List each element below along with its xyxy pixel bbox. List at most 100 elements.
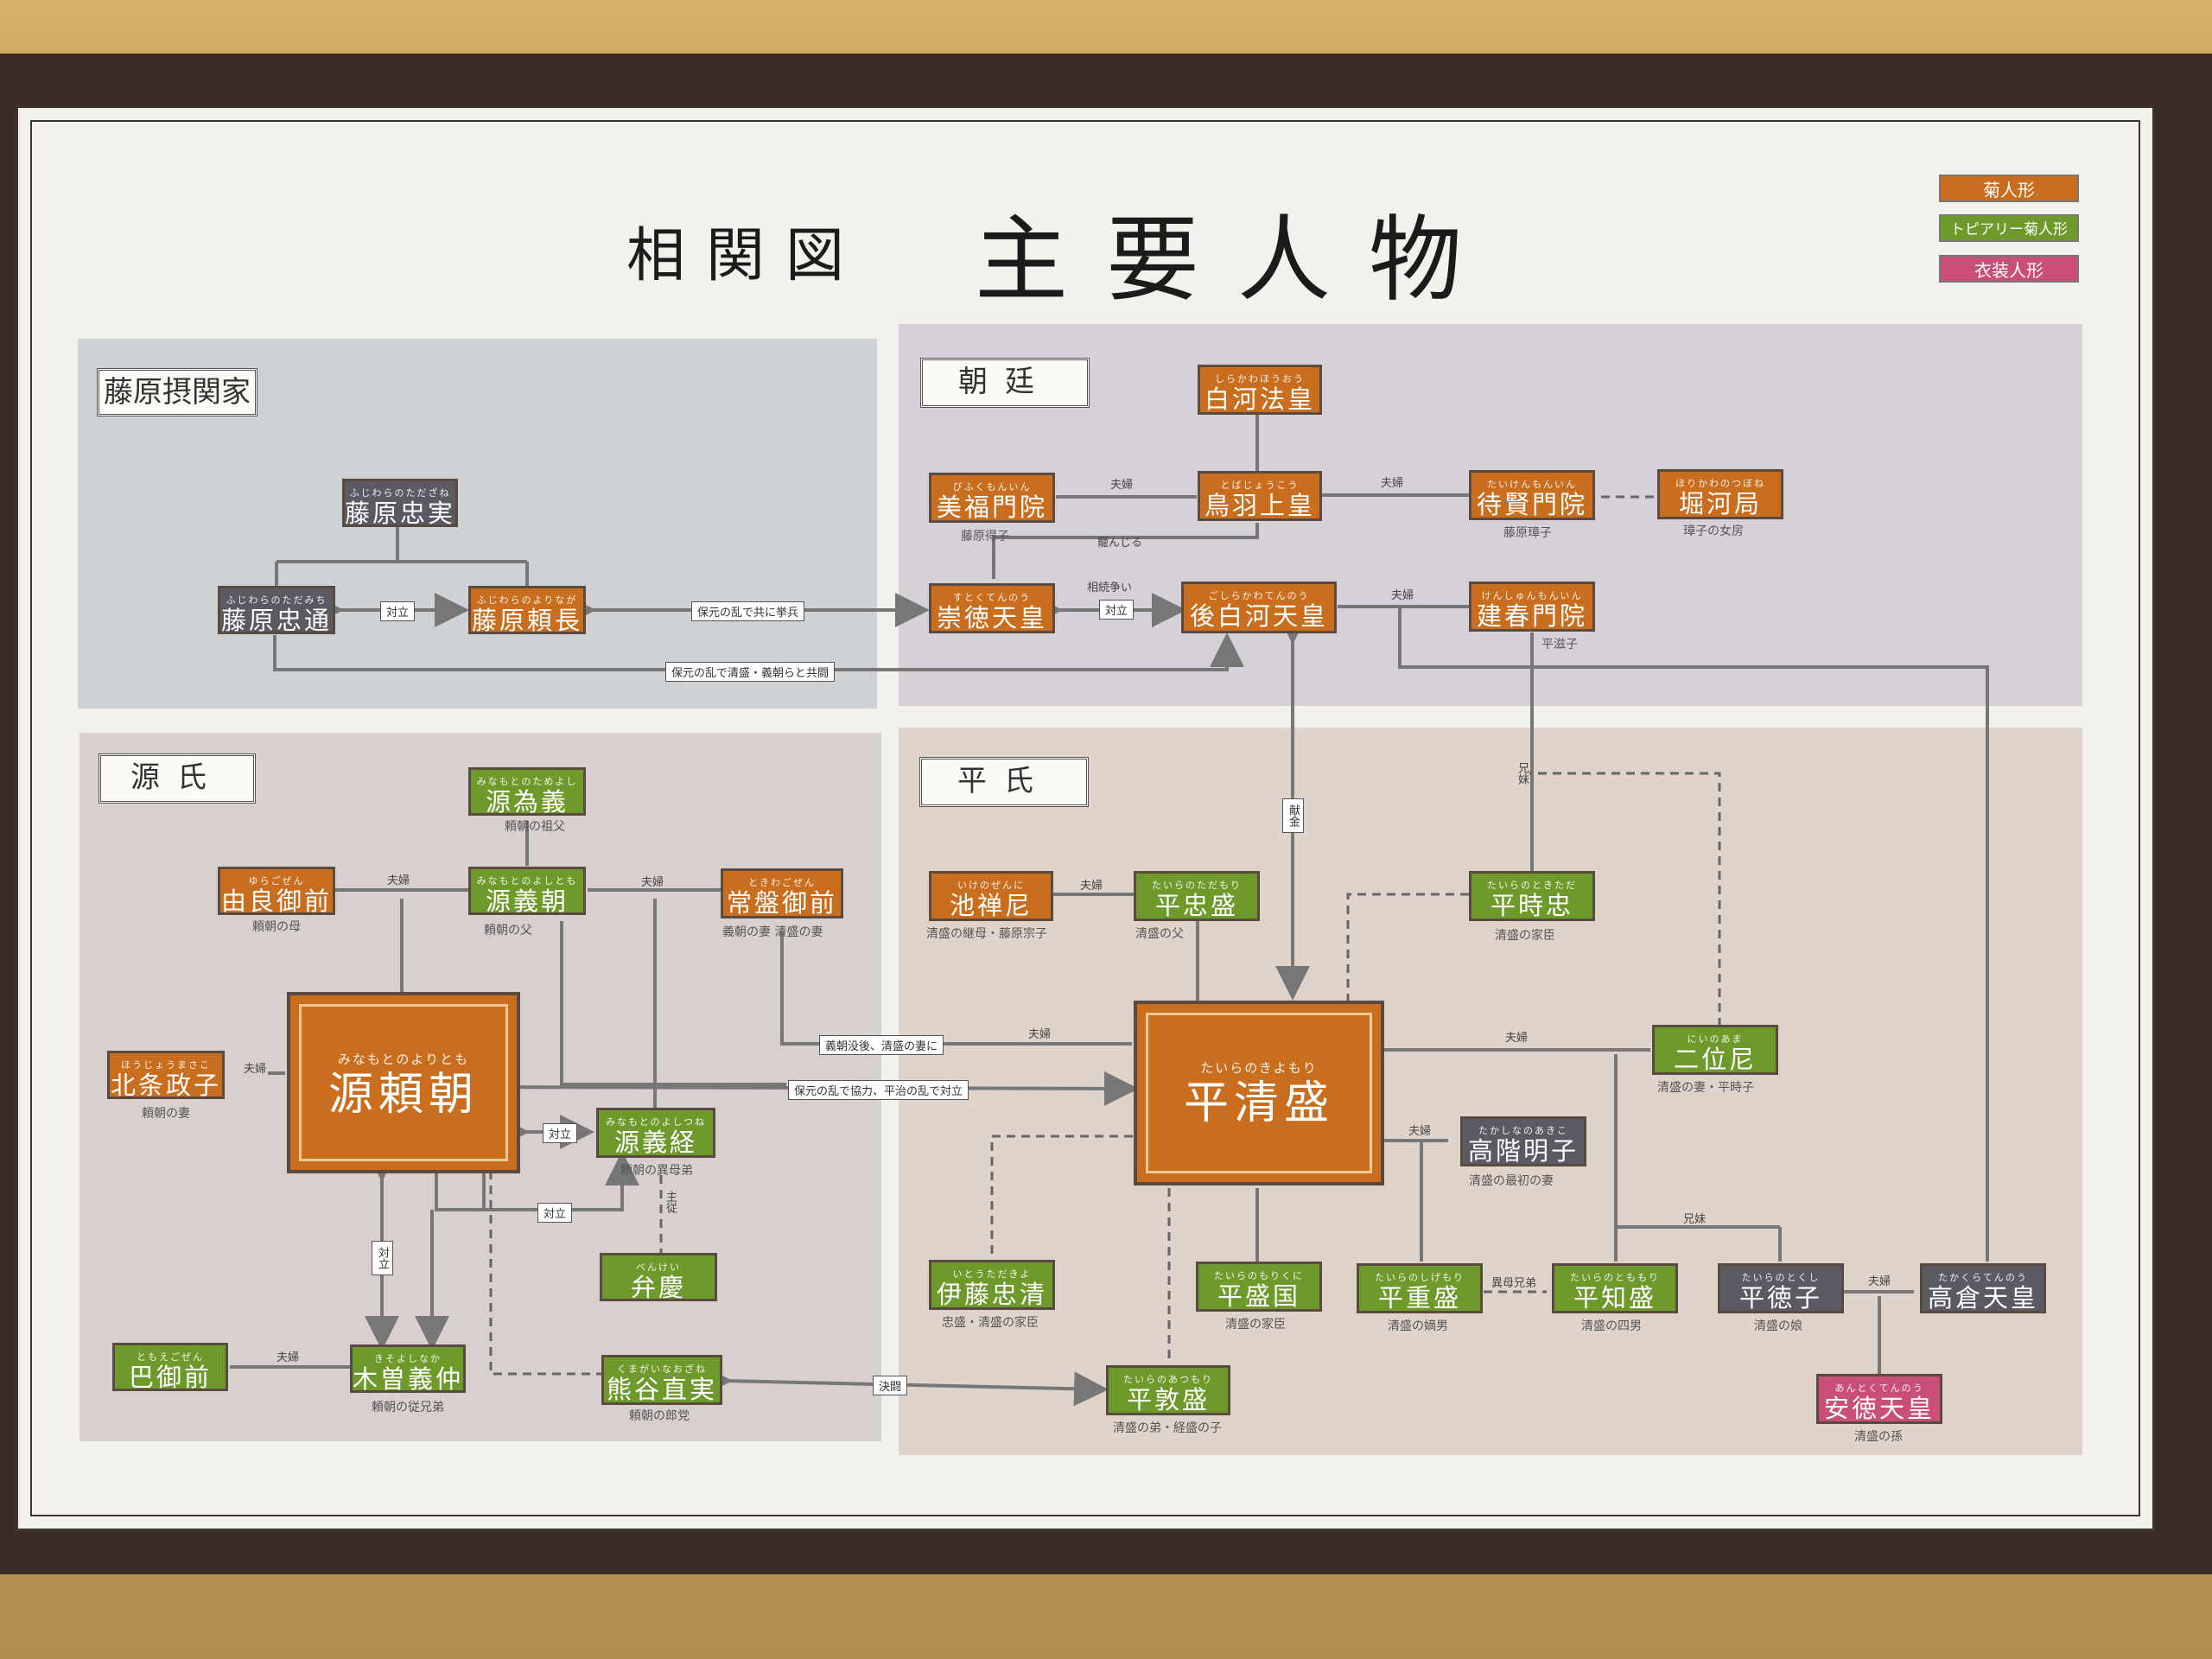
node-kiyomori: たいらのきよもり平清盛: [1134, 1001, 1384, 1185]
caption-tokitada: 清盛の家臣: [1495, 929, 1555, 943]
caption-ikenozenni: 清盛の継母・藤原宗子: [926, 927, 1047, 941]
ruby: たいらのしげもり: [1375, 1272, 1465, 1283]
node-shirakawa: しらかわほうおう白河法皇: [1198, 365, 1322, 415]
label-kenkin: 献金: [1282, 798, 1304, 833]
node-goshirakawa: ごしらかわてんのう後白河天皇: [1181, 582, 1337, 633]
name: 平盛国: [1217, 1281, 1300, 1311]
node-taikenmonin: たいけんもんいん待賢門院: [1469, 470, 1595, 520]
node-yoshitsune: みなもとのよしつね源義経: [596, 1108, 715, 1158]
node-yoshinaka: きそよしなか木曽義仲: [350, 1344, 466, 1394]
name: 北条政子: [110, 1071, 221, 1100]
node-toba: とばじょうこう鳥羽上皇: [1198, 471, 1322, 521]
node-atsumori: たいらのあつもり平敦盛: [1106, 1365, 1230, 1415]
label-tairitsu-vertical: 対立: [372, 1241, 393, 1275]
ruby: きそよしなか: [374, 1353, 442, 1364]
name: 待賢門院: [1476, 490, 1587, 519]
caption-shigemori: 清盛の嫡男: [1388, 1319, 1448, 1333]
name: 平忠盛: [1154, 891, 1238, 920]
panel-taira: [899, 728, 2082, 1455]
ruby: あんとくてんのう: [1834, 1382, 1924, 1394]
node-benkei: べんけい弁慶: [600, 1253, 717, 1302]
node-tokitada: たいらのときただ平時忠: [1469, 871, 1595, 921]
node-akiko: たかしなのあきこ高階明子: [1460, 1116, 1586, 1166]
ruby: たいらのもりくに: [1214, 1270, 1304, 1281]
legend-kiku: 菊人形: [1939, 175, 2079, 202]
ruby: びふくもんいん: [952, 481, 1032, 493]
label-kyodai: 兄妹: [1516, 762, 1529, 785]
node-yoritomo: みなもとのよりとも源頼朝: [287, 992, 520, 1173]
caption-morikuni: 清盛の家臣: [1225, 1318, 1286, 1332]
ruby: たいらのただもり: [1152, 880, 1242, 891]
node-tokuko: たいらのとくし平徳子: [1718, 1263, 1844, 1313]
label-fuufu-akiko: 夫婦: [1408, 1125, 1432, 1138]
caption-tadamori: 清盛の父: [1135, 927, 1184, 941]
caption-yoshitomo: 頼朝の父: [484, 924, 532, 938]
caption-niinoama: 清盛の妻・平時子: [1657, 1081, 1754, 1095]
name: 弁慶: [630, 1273, 686, 1302]
label-keisho: 相続争い: [1087, 582, 1133, 594]
node-fujiwara-tadamichi: ふじわらのただみち藤原忠通: [218, 586, 335, 635]
caption-tametomo: 頼朝の祖父: [505, 820, 565, 834]
name: 美福門院: [936, 493, 1047, 522]
name: 高階明子: [1467, 1136, 1579, 1166]
name: 平時忠: [1490, 891, 1573, 920]
name: 藤原頼長: [471, 606, 582, 635]
caption-kumagai: 頼朝の郎党: [629, 1409, 690, 1423]
node-tomoe: ともえごぜん巴御前: [112, 1343, 228, 1392]
section-minamoto: 源氏: [99, 753, 256, 804]
name: 源為義: [485, 787, 569, 817]
node-ikenozenni: いけのぜんに池禅尼: [929, 871, 1053, 921]
name: 熊谷直実: [606, 1375, 717, 1404]
section-court: 朝廷: [920, 358, 1090, 408]
name: 木曽義仲: [353, 1364, 464, 1394]
ruby: とばじょうこう: [1220, 480, 1300, 491]
label-tairitsu-yoshitsune: 対立: [543, 1123, 578, 1143]
name: 池禅尼: [949, 891, 1033, 920]
name: 平徳子: [1738, 1283, 1822, 1313]
label-aiji: 寵んじる: [1097, 537, 1143, 550]
caption-kenshunmonin: 平滋子: [1541, 638, 1578, 652]
name: 崇徳天皇: [936, 603, 1047, 632]
ruby: いとうただきよ: [952, 1268, 1032, 1280]
node-tomomori: たいらのとももり平知盛: [1552, 1263, 1678, 1313]
caption-tadakiyo: 忠盛・清盛の家臣: [942, 1316, 1039, 1330]
name: 安徳天皇: [1823, 1394, 1935, 1423]
label-fuufu-yura: 夫婦: [387, 874, 410, 887]
ruby: ほうじょうまさこ: [121, 1059, 211, 1071]
name: 伊藤忠清: [936, 1280, 1047, 1309]
node-kumagai: くまがいなおざね熊谷直実: [601, 1355, 722, 1405]
label-fuufu-bifuku: 夫婦: [1110, 479, 1134, 492]
caption-akiko: 清盛の最初の妻: [1469, 1174, 1554, 1188]
node-masako: ほうじょうまさこ北条政子: [107, 1051, 225, 1100]
name: 源頼朝: [327, 1069, 479, 1121]
ruby: ほりかわのつぼね: [1675, 478, 1765, 489]
label-hogen-kyobo: 保元の乱で共に挙兵: [691, 601, 805, 621]
ruby: しらかわほうおう: [1215, 373, 1305, 385]
ruby: たいらのとももり: [1570, 1272, 1660, 1283]
node-frame: [299, 1004, 508, 1161]
caption-masako: 頼朝の妻: [142, 1107, 190, 1121]
name: 源義朝: [485, 887, 569, 916]
ruby: いけのぜんに: [957, 880, 1025, 891]
label-fuufu-masako: 夫婦: [244, 1063, 267, 1076]
label-tairitsu-yoshinaka: 対立: [537, 1203, 573, 1223]
label-ibo: 異母兄弟: [1491, 1277, 1537, 1290]
label-fuufu-tokiwa: 夫婦: [641, 876, 664, 889]
ruby: ふじわらのよりなが: [476, 594, 578, 606]
caption-bifukumonin: 藤原得子: [961, 530, 1009, 543]
node-takakura: たかくらてんのう高倉天皇: [1920, 1263, 2046, 1313]
label-kyodai2: 兄妹: [1683, 1213, 1707, 1226]
ruby: ごしらかわてんのう: [1208, 590, 1310, 601]
name: 源義経: [613, 1128, 697, 1157]
label-fuufu-niinoama: 夫婦: [1505, 1032, 1529, 1045]
node-shigemori: たいらのしげもり平重盛: [1357, 1263, 1483, 1313]
name: 白河法皇: [1204, 385, 1315, 414]
label-shujuu: 主従: [664, 1191, 677, 1213]
name: 藤原忠通: [220, 606, 332, 635]
name: 平清盛: [1183, 1077, 1334, 1129]
caption-tokuko: 清盛の娘: [1754, 1319, 1802, 1333]
node-tadamori: たいらのただもり平忠盛: [1134, 871, 1260, 921]
name: 後白河天皇: [1189, 601, 1328, 631]
label-tairitsu-fujiwara: 対立: [380, 601, 416, 621]
label-hogen-kyoto: 保元の乱で清盛・義朝らと共闘: [665, 662, 836, 682]
